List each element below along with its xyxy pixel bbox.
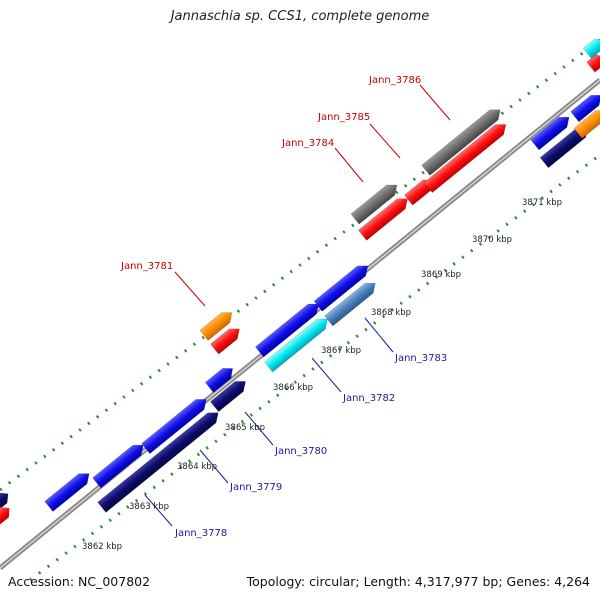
scale-labels: 3862 kbp 3863 kbp 3864 kbp 3865 kbp 3866… <box>82 198 562 552</box>
gene-arrow <box>421 109 501 176</box>
scale-label: 3871 kbp <box>522 198 562 208</box>
gene-arrow <box>582 38 600 59</box>
gene-arrow <box>141 399 207 454</box>
scale-label: 3864 kbp <box>177 462 217 472</box>
gene-arrow <box>0 492 9 516</box>
gene-arrow <box>0 506 10 529</box>
scale-label: 3862 kbp <box>82 542 122 552</box>
gene-arrow <box>204 367 233 393</box>
gene-arrow <box>92 444 144 489</box>
gene-arrow <box>210 381 246 413</box>
gene-label-jann-3781: Jann_3781 <box>120 261 173 272</box>
gene-label-jann-3779: Jann_3779 <box>229 482 282 493</box>
genome-summary-text: Topology: circular; Length: 4,317,977 bp… <box>246 574 590 589</box>
gene-arrow <box>97 412 219 513</box>
gene-label-jann-3785: Jann_3785 <box>317 112 370 123</box>
gene-arrow <box>570 95 600 123</box>
upper-tick-track <box>0 38 600 492</box>
accession-text: Accession: NC_007802 <box>8 574 151 589</box>
gene-arrow <box>210 328 240 355</box>
gene-label-jann-3780: Jann_3780 <box>274 446 327 457</box>
gene-label-jann-3778: Jann_3778 <box>174 528 227 539</box>
gene-arrow <box>423 124 507 193</box>
gene-arrow <box>358 198 408 241</box>
gene-arrow <box>530 116 570 151</box>
gene-label-jann-3784: Jann_3784 <box>281 138 334 149</box>
lower-gene-labels: Jann_3778 Jann_3779 Jann_3780 Jann_3782 … <box>174 353 447 539</box>
scale-label: 3869 kbp <box>421 270 461 280</box>
gene-label-jann-3783: Jann_3783 <box>394 353 447 364</box>
gene-label-jann-3782: Jann_3782 <box>342 393 395 404</box>
lower-tick-track <box>29 153 600 582</box>
gene-arrow <box>264 318 328 373</box>
gene-arrow <box>573 110 600 139</box>
gene-arrow <box>313 265 369 312</box>
scale-label: 3867 kbp <box>321 346 361 356</box>
gene-label-jann-3786: Jann_3786 <box>368 75 421 86</box>
upper-gene-labels: Jann_3781 Jann_3784 Jann_3785 Jann_3786 <box>120 75 421 272</box>
scale-label: 3863 kbp <box>129 502 169 512</box>
label-leaders <box>144 84 451 527</box>
scale-label: 3866 kbp <box>273 383 313 393</box>
scale-label: 3870 kbp <box>472 235 512 245</box>
scale-label: 3865 kbp <box>225 423 265 433</box>
scale-label: 3868 kbp <box>371 308 411 318</box>
map-title: Jannaschia sp. CCS1, complete genome <box>170 9 430 24</box>
gene-arrow <box>255 303 319 358</box>
gene-arrow <box>199 312 233 341</box>
gene-arrow <box>350 184 398 225</box>
gene-arrow <box>324 282 376 327</box>
gene-arrow <box>44 473 90 512</box>
